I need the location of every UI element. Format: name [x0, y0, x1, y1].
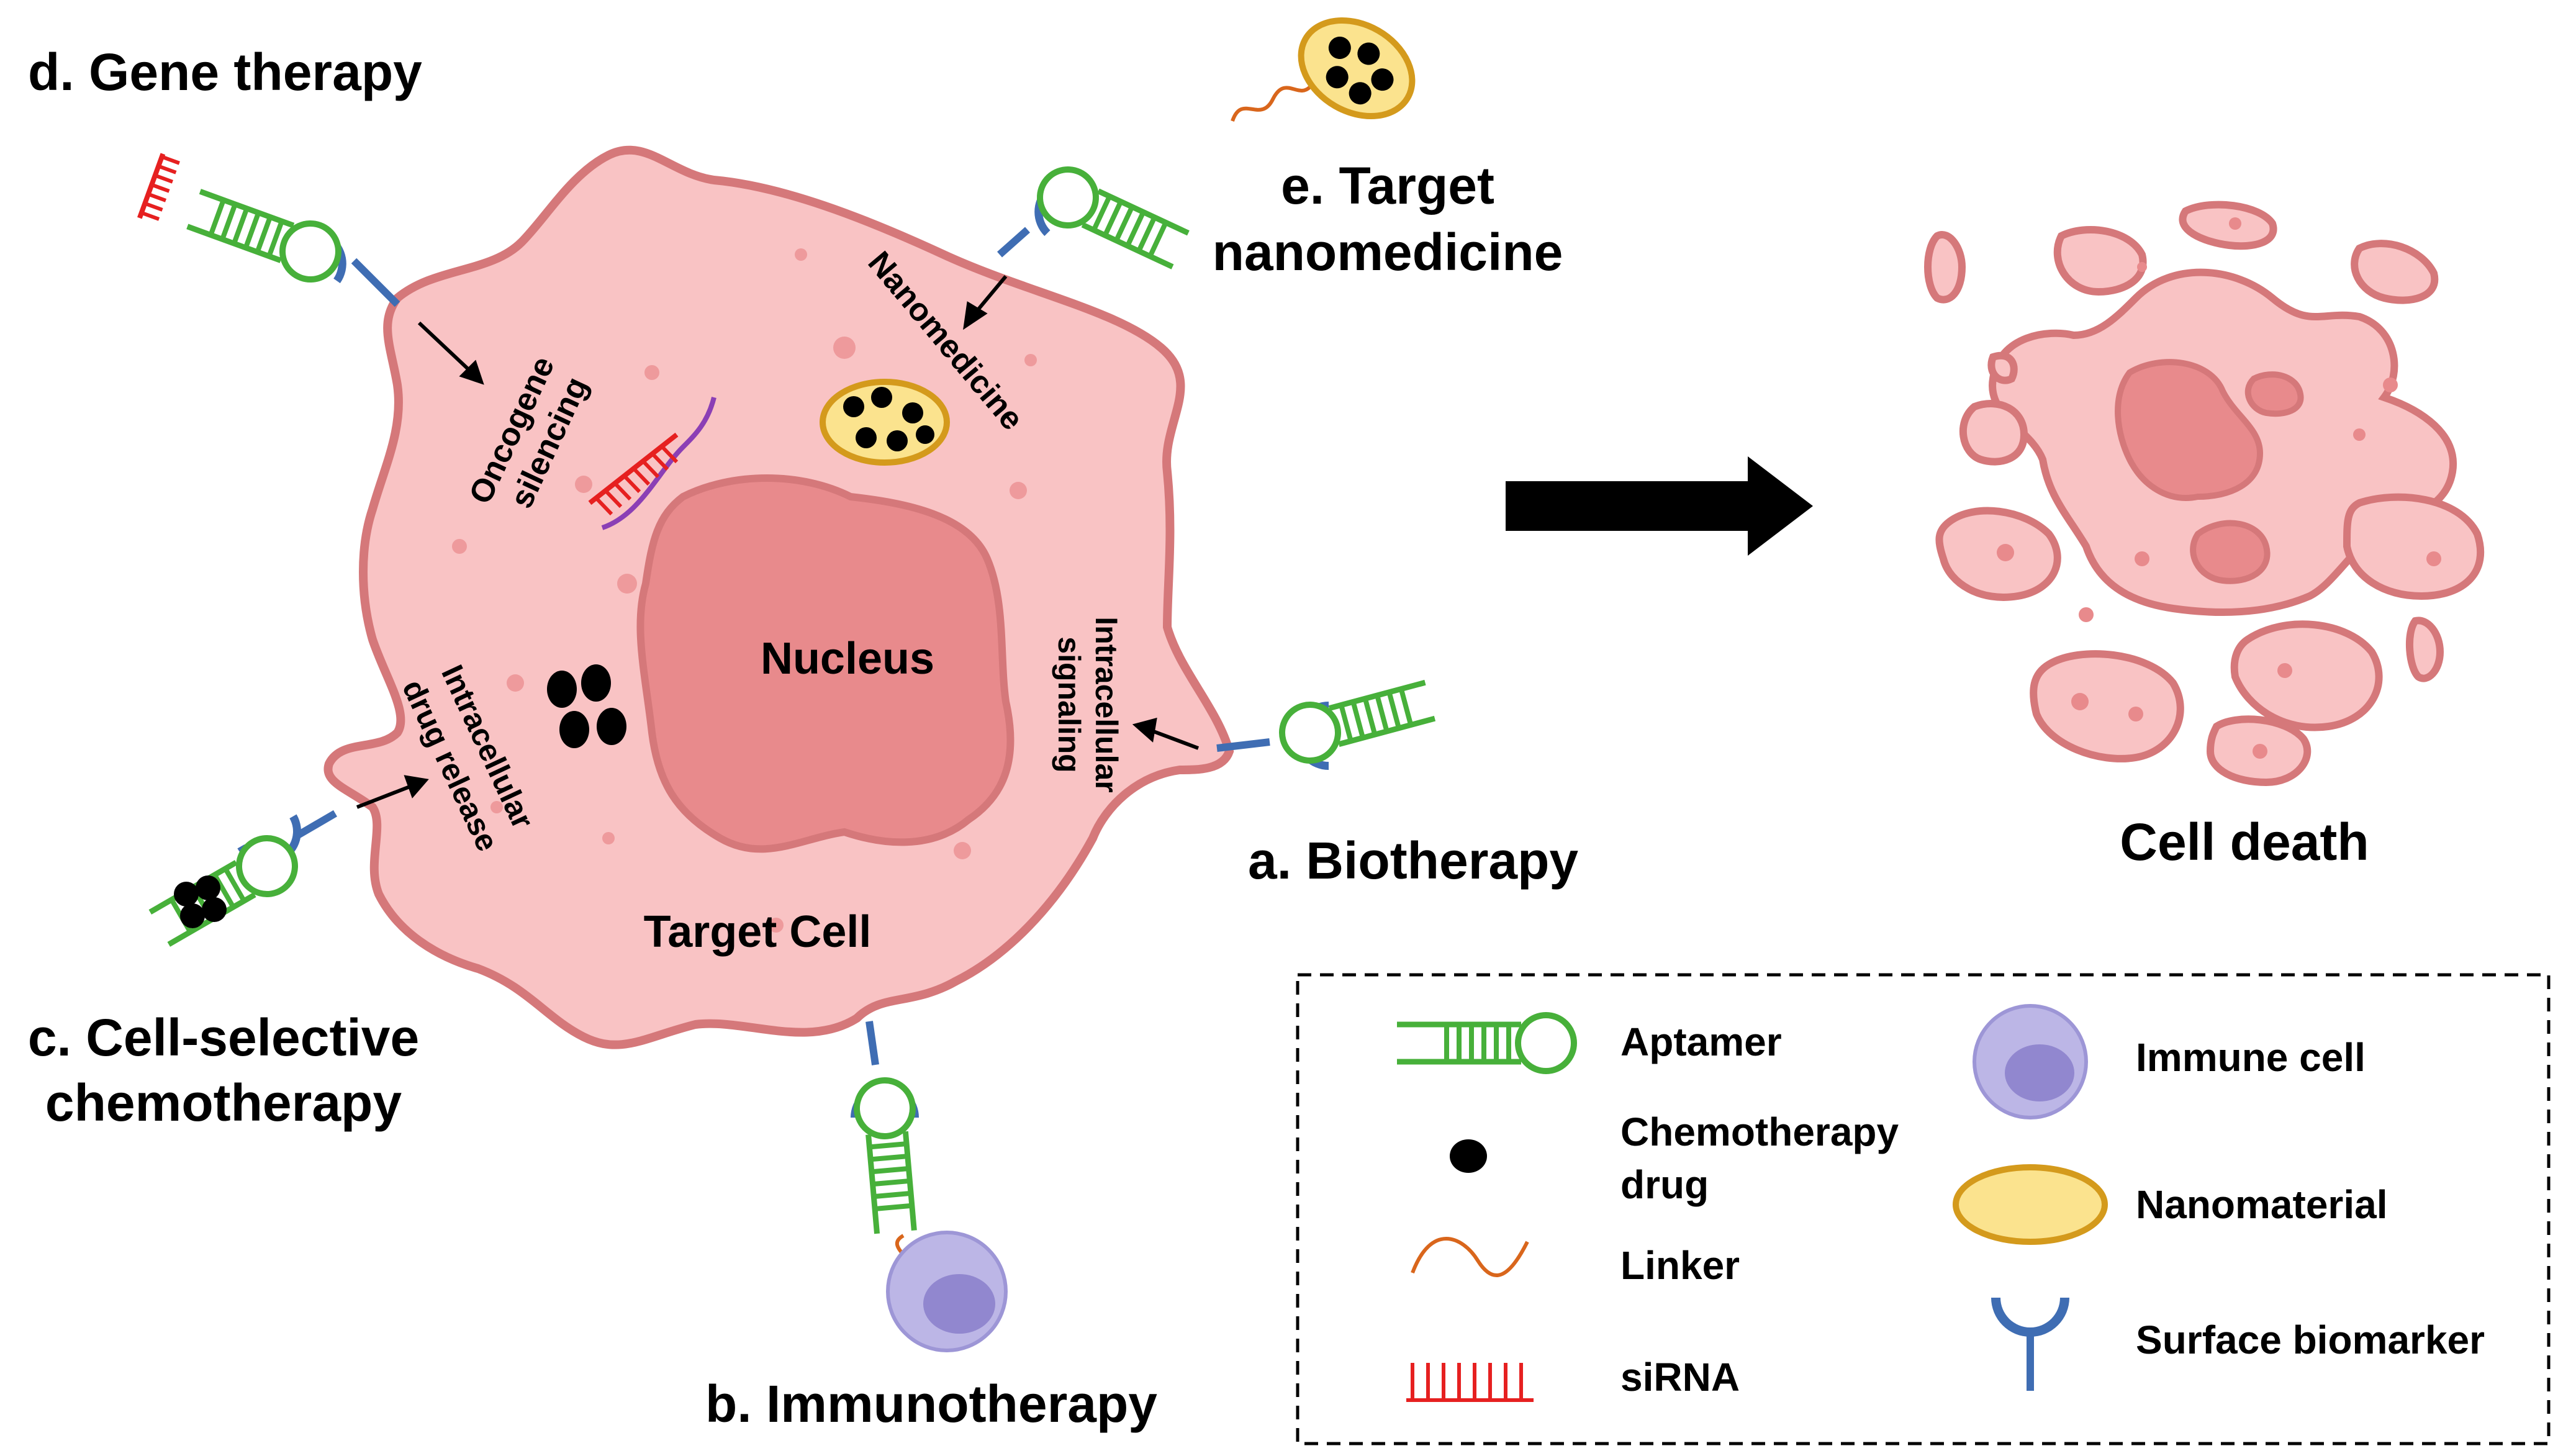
legend-nanomaterial-label: Nanomaterial — [2136, 1182, 2387, 1227]
legend-linker-label: Linker — [1620, 1243, 1740, 1288]
legend-chemo-drug-label-line1: Chemotherapy — [1620, 1110, 1899, 1154]
chemotherapy-aptamer — [145, 810, 338, 952]
dead-cell-vesicles — [1997, 217, 2441, 759]
legend-chemo-drug-icon — [1450, 1139, 1487, 1173]
legend-aptamer-label: Aptamer — [1620, 1020, 1782, 1064]
target-nanomedicine-aptamer — [997, 17, 1416, 275]
biotherapy-label: a. Biotherapy — [1248, 831, 1578, 890]
transition-arrow — [1506, 456, 1813, 556]
gene-therapy-label: d. Gene therapy — [28, 43, 422, 101]
signaling-label-line2: signaling — [1052, 636, 1087, 772]
immunotherapy-label: b. Immunotherapy — [705, 1375, 1157, 1433]
immunotherapy-immune-cell — [886, 1231, 1008, 1352]
target-nanomedicine-label-line1: e. Target — [1281, 156, 1494, 215]
chemotherapy-label-line2: chemotherapy — [45, 1074, 402, 1132]
signaling-label-line1: Intracellular — [1089, 617, 1124, 792]
gene-therapy-aptamer — [137, 153, 400, 307]
cytoplasm-vesicles — [452, 248, 1037, 933]
dead-cell-fragments — [1924, 201, 2484, 787]
nucleus-label: Nucleus — [761, 634, 934, 684]
nanomedicine-particle — [820, 379, 950, 466]
cell-death-label: Cell death — [2120, 813, 2369, 871]
gene-therapy-sirna — [137, 153, 180, 221]
target-cell: Nucleus Target Cell Nanomedicine Oncogen… — [323, 145, 1234, 1049]
dead-cell-nuclei — [2115, 359, 2304, 584]
legend-surface-biomarker-label: Surface biomarker — [2136, 1318, 2485, 1362]
legend-immune-cell-label: Immune cell — [2136, 1035, 2366, 1080]
legend-nanomaterial-icon — [1953, 1164, 2108, 1245]
legend-aptamer-icon — [1397, 1012, 1577, 1074]
legend: Aptamer Chemotherapy drug Linker siRNA I… — [1296, 973, 2551, 1445]
chemotherapy-label-line1: c. Cell-selective — [28, 1008, 419, 1067]
legend-surface-biomarker-icon — [1991, 1298, 2069, 1391]
legend-immune-cell-icon — [1973, 1004, 2088, 1119]
target-nanomedicine-label-line2: nanomedicine — [1213, 223, 1563, 281]
chemo-drug-cluster — [547, 664, 626, 748]
legend-chemo-drug-label-line2: drug — [1620, 1162, 1709, 1207]
legend-sirna-icon — [1406, 1363, 1534, 1402]
legend-linker-icon — [1411, 1237, 1529, 1277]
biotherapy-aptamer — [1216, 674, 1437, 770]
immunotherapy-aptamer — [851, 1021, 1008, 1352]
target-cell-label: Target Cell — [644, 907, 872, 957]
nucleus — [636, 474, 1015, 853]
sirna-mrna-duplex — [588, 397, 716, 530]
internal-arrows — [356, 275, 1200, 809]
legend-sirna-label: siRNA — [1620, 1355, 1740, 1399]
